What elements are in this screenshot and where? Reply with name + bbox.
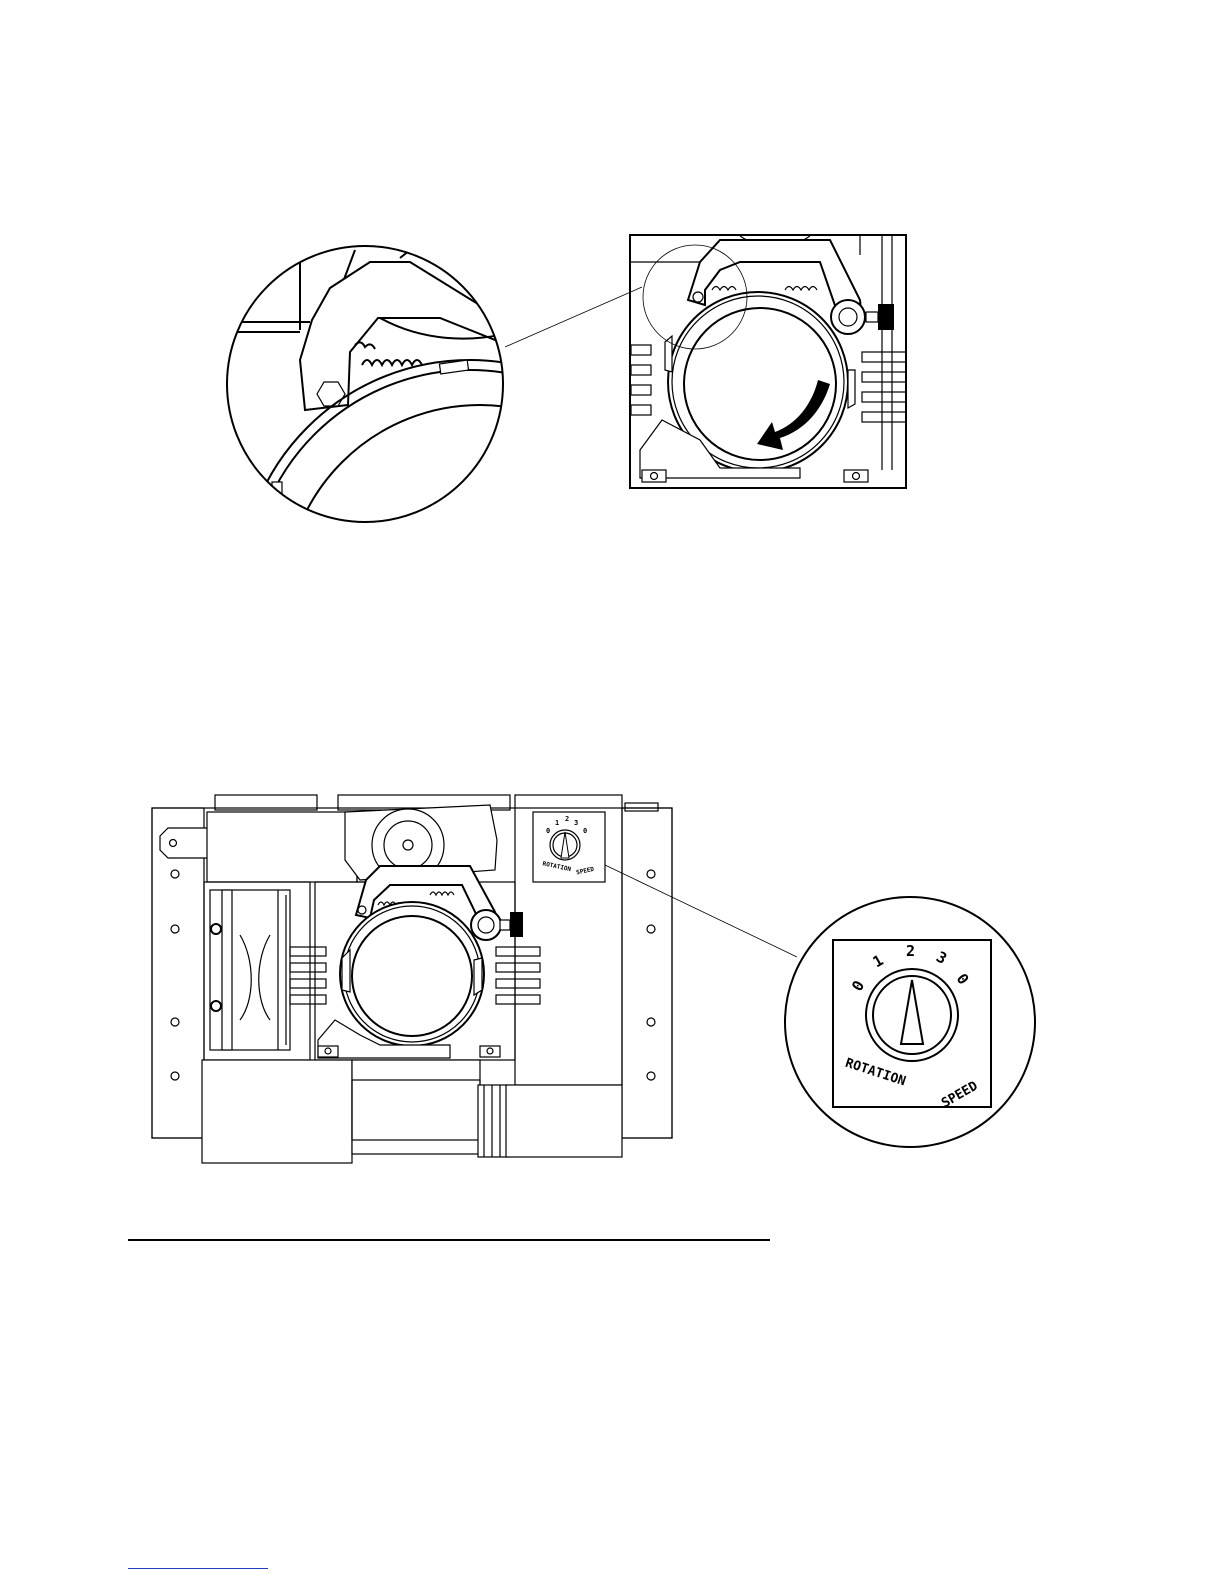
top-leader-line: [505, 287, 642, 347]
svg-text:ROTATION: ROTATION: [542, 860, 572, 873]
bottom-leader-line: [605, 865, 797, 957]
dial-label-0a: 0: [848, 977, 868, 994]
knurled-knob-icon: [866, 304, 894, 330]
dial-label-2: 2: [906, 942, 915, 960]
svg-text:0: 0: [546, 827, 550, 835]
svg-text:1: 1: [555, 819, 559, 827]
dial-label-0b: 0: [953, 970, 973, 988]
svg-text:3: 3: [574, 819, 578, 827]
dial-label-1: 1: [870, 951, 887, 971]
svg-text:0: 0: [583, 827, 587, 835]
dial-caption-rotation: ROTATION: [843, 1056, 907, 1090]
svg-text:SPEED: SPEED: [576, 866, 596, 877]
svg-text:2: 2: [565, 815, 569, 823]
dial-label-3: 3: [933, 948, 950, 968]
footer-underline: [128, 1568, 268, 1569]
top-overview-panel: [630, 235, 907, 488]
rotation-speed-dial-icon: [785, 897, 1035, 1147]
bottom-machine-view: 0 1 2 3 0 ROTATION SPEED: [152, 795, 672, 1163]
